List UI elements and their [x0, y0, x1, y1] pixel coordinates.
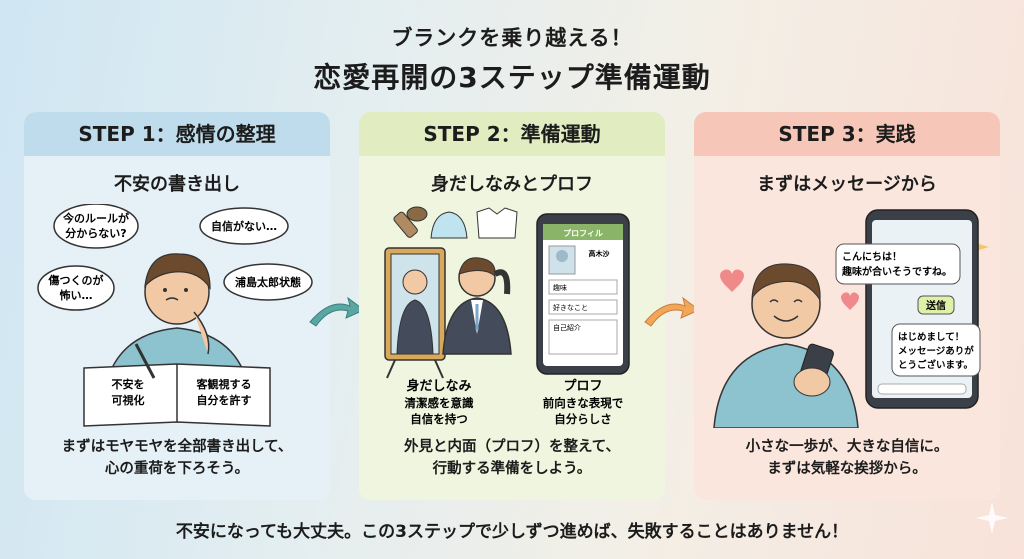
step3-title: まずはメッセージから	[757, 174, 937, 195]
smiling-man-illustration	[713, 263, 859, 428]
step3-illustration: こんにちは！ 趣味が合いそうですね。 送信 はじめまして！ メッセージありが と…	[713, 209, 989, 428]
step1-caption-line1: まずはモヤモヤを全部書き出して、	[61, 439, 293, 455]
footer-message: 不安になっても大丈夫。この3ステップで少しずつ進めば、失敗することはありません！	[175, 522, 849, 542]
step1-panel: STEP 1：感情の整理 不安の書き出し 今のルールが 分からない? 自信がない…	[24, 112, 330, 500]
bubble-text: 今のルールが	[62, 211, 129, 225]
arrow-right-icon	[644, 296, 700, 327]
bubble-text: 自信がない…	[211, 219, 277, 233]
bubble-text: 傷つくのが	[48, 273, 104, 287]
profile-label: プロフ	[563, 379, 602, 394]
thought-bubble-icon: 今のルールが 分からない?	[53, 204, 139, 249]
bubble-text: 怖い…	[60, 288, 93, 302]
step3-caption-line2: まずは気軽な挨拶から。	[767, 461, 927, 477]
phone-header-text: プロフィル	[563, 228, 603, 238]
phone-field: 趣味	[553, 283, 567, 292]
worried-man-illustration	[103, 253, 251, 395]
thought-bubble-icon: 傷つくのが 怖い…	[37, 265, 115, 311]
arrow-right-icon	[309, 296, 365, 327]
bubble-text: 浦島太郎状態	[235, 275, 301, 289]
step2-heading: STEP 2：準備運動	[359, 112, 665, 156]
phone-field: 好きなこと	[553, 303, 588, 312]
step3-heading: STEP 3：実践	[694, 112, 1000, 156]
chat-message: 趣味が合いそうですね。	[841, 265, 952, 278]
thought-bubble-icon: 浦島太郎状態	[223, 263, 313, 301]
step1-caption-line2: 心の重荷を下ろそう。	[104, 461, 250, 477]
notebook-text: 不安を	[112, 377, 145, 391]
grooming-line: 清潔感を意識	[405, 396, 474, 410]
step1-title: 不安の書き出し	[114, 174, 240, 195]
heart-icon	[841, 292, 859, 310]
notebook-text: 可視化	[112, 393, 145, 407]
header-subtitle: ブランクを乗り越える！	[391, 26, 633, 50]
chat-message: はじめまして！	[898, 331, 964, 343]
grooming-line: 自信を持つ	[410, 412, 468, 426]
phone-field: 自己紹介	[553, 323, 581, 332]
page-title: 恋愛再開の3ステップ準備運動	[313, 61, 711, 94]
mirror-icon	[384, 247, 446, 379]
profile-line: 自分らしさ	[554, 412, 612, 426]
step3-panel: STEP 3：実践 まずはメッセージから	[694, 112, 1000, 500]
grooming-label: 身だしなみ	[406, 378, 471, 394]
bubble-text: 分からない?	[65, 226, 126, 240]
chat-message: とうございます。	[898, 359, 973, 371]
brush-icon	[393, 206, 428, 238]
step1-illustration: 今のルールが 分からない? 自信がない… 傷つくのが 怖い… 浦島太郎状態	[37, 204, 313, 427]
chat-message: メッセージありが	[898, 345, 974, 357]
step2-caption-line1: 外見と内面（プロフ）を整えて、	[403, 439, 621, 455]
sparkle-icon	[976, 502, 1008, 534]
notebook-icon: 不安を 可視化 客観視する 自分を許す	[83, 343, 271, 427]
step2-caption-line2: 行動する準備をしよう。	[432, 461, 592, 477]
step2-title: 身だしなみとプロフ	[431, 174, 593, 195]
step2-panel: STEP 2：準備運動 身だしなみとプロフ	[359, 112, 665, 500]
profile-line: 前向きな表現で	[543, 396, 624, 410]
man-in-suit-illustration	[442, 257, 512, 355]
notebook-text: 自分を許す	[197, 393, 252, 407]
step1-heading: STEP 1：感情の整理	[24, 112, 330, 156]
chat-message: こんにちは！	[842, 251, 902, 263]
send-button-text: 送信	[925, 299, 946, 312]
thought-bubble-icon: 自信がない…	[199, 207, 289, 245]
step2-illustration: プロフィル 高木沙 趣味 好きなこと 自己紹介 身だしなみ 清潔感を意識 自信を…	[384, 206, 630, 426]
hair-icon	[430, 211, 468, 239]
heart-icon	[720, 269, 744, 292]
phone-name-text: 高木沙	[589, 249, 610, 258]
smartphone-icon: こんにちは！ 趣味が合いそうですね。 送信 はじめまして！ メッセージありが と…	[835, 209, 981, 409]
shirt-icon	[476, 207, 518, 239]
smartphone-icon: プロフィル 高木沙 趣味 好きなこと 自己紹介	[536, 213, 630, 375]
notebook-text: 客観視する	[196, 377, 252, 391]
step3-caption-line1: 小さな一歩が、大きな自信に。	[745, 439, 949, 455]
